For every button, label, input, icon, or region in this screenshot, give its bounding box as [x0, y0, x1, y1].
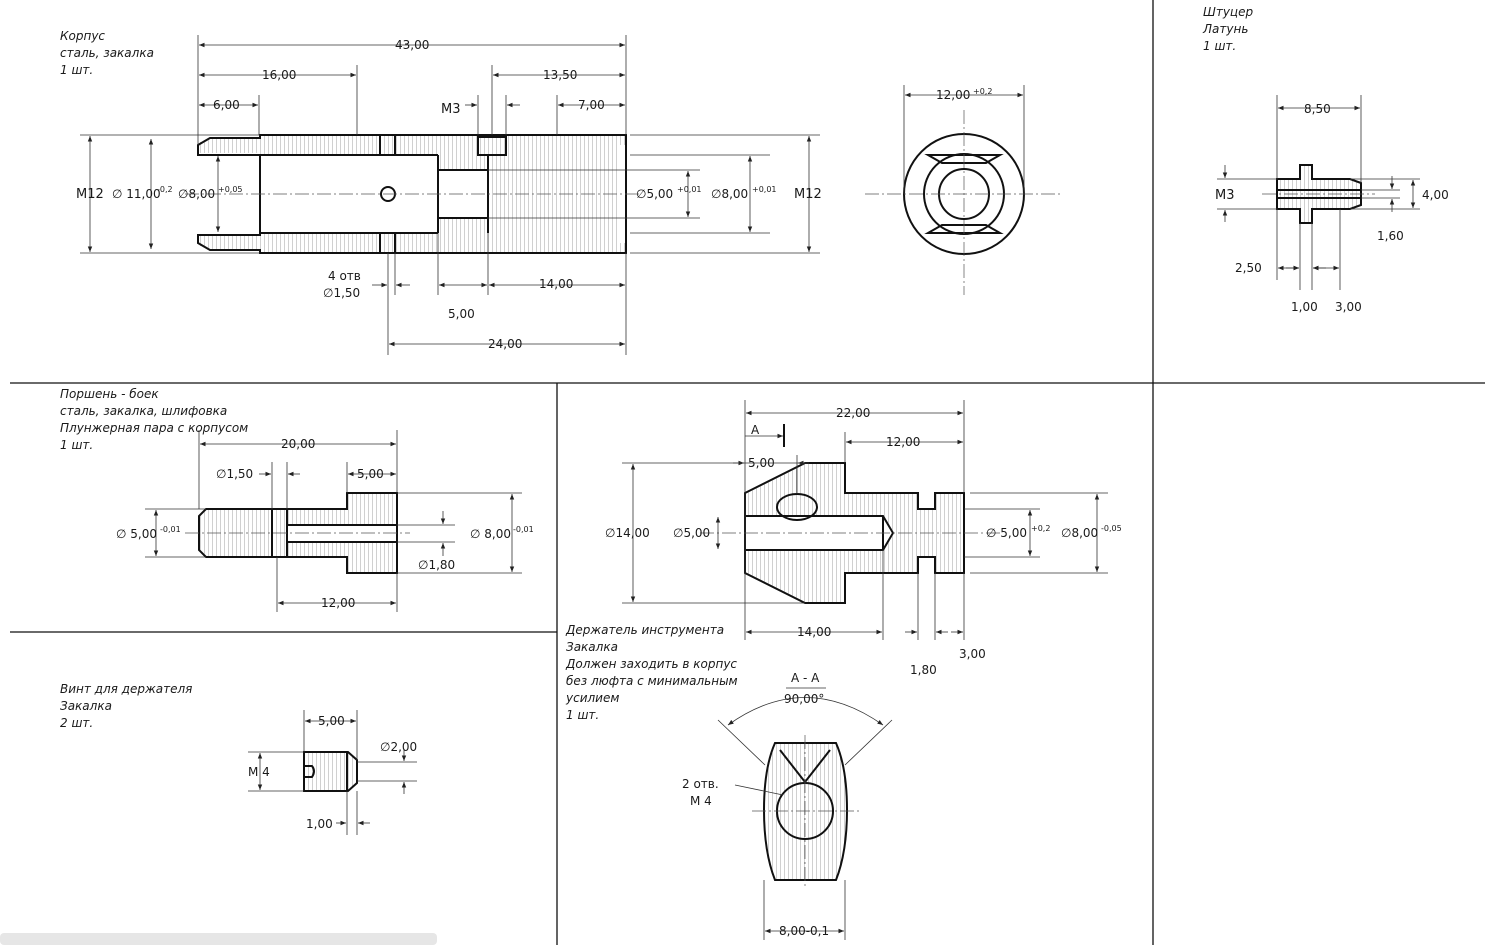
dim-16: 16,00 — [262, 68, 296, 82]
part-derzhatel: Держатель инструмента Закалка Должен зах… — [565, 400, 1122, 940]
dim-m12-right: M12 — [794, 187, 822, 202]
dim-v-2: ∅2,00 — [380, 740, 417, 754]
dim-d-5r-tol: +0,2 — [1031, 524, 1050, 533]
derzhatel-qty: 1 шт. — [566, 708, 599, 722]
sheet-frame — [10, 0, 1485, 945]
dim-aa-angle: 90,00° — [784, 692, 824, 706]
part-vint: Винт для держателя Закалка 2 шт. 5,00 M … — [60, 682, 417, 835]
dim-d-14: 14,00 — [797, 625, 831, 639]
derzhatel-note2: без люфта с минимальным — [566, 674, 738, 688]
dim-p-8d-tol: -0,01 — [513, 525, 534, 534]
derzhatel-material: Закалка — [566, 640, 618, 654]
dim-12-end-tol: +0,2 — [973, 87, 992, 96]
dim-8-right-tol: +0,01 — [752, 185, 777, 194]
dim-m12-left: M12 — [76, 187, 104, 202]
porshen-qty: 1 шт. — [60, 438, 93, 452]
dim-d-5r: ∅ 5,00 — [986, 526, 1027, 540]
vint-title: Винт для держателя — [60, 682, 192, 696]
korpus-title: Корпус — [60, 29, 105, 43]
dim-8-left-tol: +0,05 — [218, 185, 243, 194]
derzhatel-note3: усилием — [565, 691, 619, 705]
dim-v-m4: M 4 — [248, 765, 270, 779]
section-aa-title: A - A — [791, 671, 820, 685]
dim-p-150: ∅1,50 — [216, 467, 253, 481]
korpus-qty: 1 шт. — [60, 63, 93, 77]
porshen-title: Поршень - боек — [60, 387, 159, 401]
dim-s-3: 3,00 — [1335, 300, 1362, 314]
porshen-material: сталь, закалка, шлифовка — [60, 404, 227, 418]
dim-d-8r-tol: -0,05 — [1101, 524, 1122, 533]
dim-43: 43,00 — [395, 38, 429, 52]
part-korpus: Корпус сталь, закалка 1 шт. 43,00 16,00 — [60, 29, 1062, 355]
dim-aa-holes1: 2 отв. — [682, 777, 719, 791]
dim-p-20: 20,00 — [281, 437, 315, 451]
dim-d-180: 1,80 — [910, 663, 937, 677]
dim-8-left: ∅8,00 — [178, 187, 215, 201]
dim-d-12: 12,00 — [886, 435, 920, 449]
dim-s-160: 1,60 — [1377, 229, 1404, 243]
dim-p-8d: ∅ 8,00 — [470, 527, 511, 541]
part-shtucer: Штуцер Латунь 1 шт. 8,50 M3 4,00 1,60 2,… — [1202, 5, 1449, 314]
dim-4-holes: 4 отв — [328, 269, 361, 283]
shtucer-material: Латунь — [1202, 22, 1248, 36]
dim-d-14d: ∅14,00 — [605, 526, 650, 540]
derzhatel-note1: Должен заходить в корпус — [565, 657, 737, 671]
dim-d-22: 22,00 — [836, 406, 870, 420]
dim-p-12: 12,00 — [321, 596, 355, 610]
dim-24: 24,00 — [488, 337, 522, 351]
dim-s-1: 1,00 — [1291, 300, 1318, 314]
dim-5-right: ∅5,00 — [636, 187, 673, 201]
dim-8-right: ∅8,00 — [711, 187, 748, 201]
dim-s-850: 8,50 — [1304, 102, 1331, 116]
derzhatel-title: Держатель инструмента — [565, 623, 724, 637]
porshen-note: Плунжерная пара с корпусом — [60, 421, 248, 435]
dim-14: 14,00 — [539, 277, 573, 291]
dim-aa-width: 8,00-0,1 — [779, 924, 829, 938]
korpus-material: сталь, закалка — [60, 46, 154, 60]
dim-1350: 13,50 — [543, 68, 577, 82]
dim-p-5d-tol: -0,01 — [160, 525, 181, 534]
dim-7: 7,00 — [578, 98, 605, 112]
dim-p-5: 5,00 — [357, 467, 384, 481]
dim-d-8r: ∅8,00 — [1061, 526, 1098, 540]
vint-qty: 2 шт. — [60, 716, 93, 730]
dim-s-250: 2,50 — [1235, 261, 1262, 275]
dim-d-3: 3,00 — [959, 647, 986, 661]
dim-11-tol: -0,2 — [157, 185, 173, 194]
shtucer-qty: 1 шт. — [1203, 39, 1236, 53]
dim-v-1: 1,00 — [306, 817, 333, 831]
dim-5: 5,00 — [448, 307, 475, 321]
dim-12-end: 12,00 — [936, 88, 970, 102]
dim-s-m3: M3 — [1215, 188, 1235, 203]
dim-m3: M3 — [441, 102, 461, 117]
dim-p-180: ∅1,80 — [418, 558, 455, 572]
dim-p-5d: ∅ 5,00 — [116, 527, 157, 541]
dim-6: 6,00 — [213, 98, 240, 112]
shtucer-title: Штуцер — [1203, 5, 1253, 19]
vint-material: Закалка — [60, 699, 112, 713]
part-porshen: Поршень - боек сталь, закалка, шлифовка … — [60, 387, 534, 612]
dim-v-5: 5,00 — [318, 714, 345, 728]
dim-d-5d: ∅5,00 — [673, 526, 710, 540]
dim-s-4: 4,00 — [1422, 188, 1449, 202]
dim-11: ∅ 11,00 — [112, 187, 161, 201]
dim-150: ∅1,50 — [323, 286, 360, 300]
section-mark-a: A — [751, 423, 760, 437]
dim-aa-holes2: M 4 — [690, 794, 712, 808]
dim-5-right-tol: +0,01 — [677, 185, 702, 194]
scrollbar-bottom[interactable] — [0, 933, 437, 945]
